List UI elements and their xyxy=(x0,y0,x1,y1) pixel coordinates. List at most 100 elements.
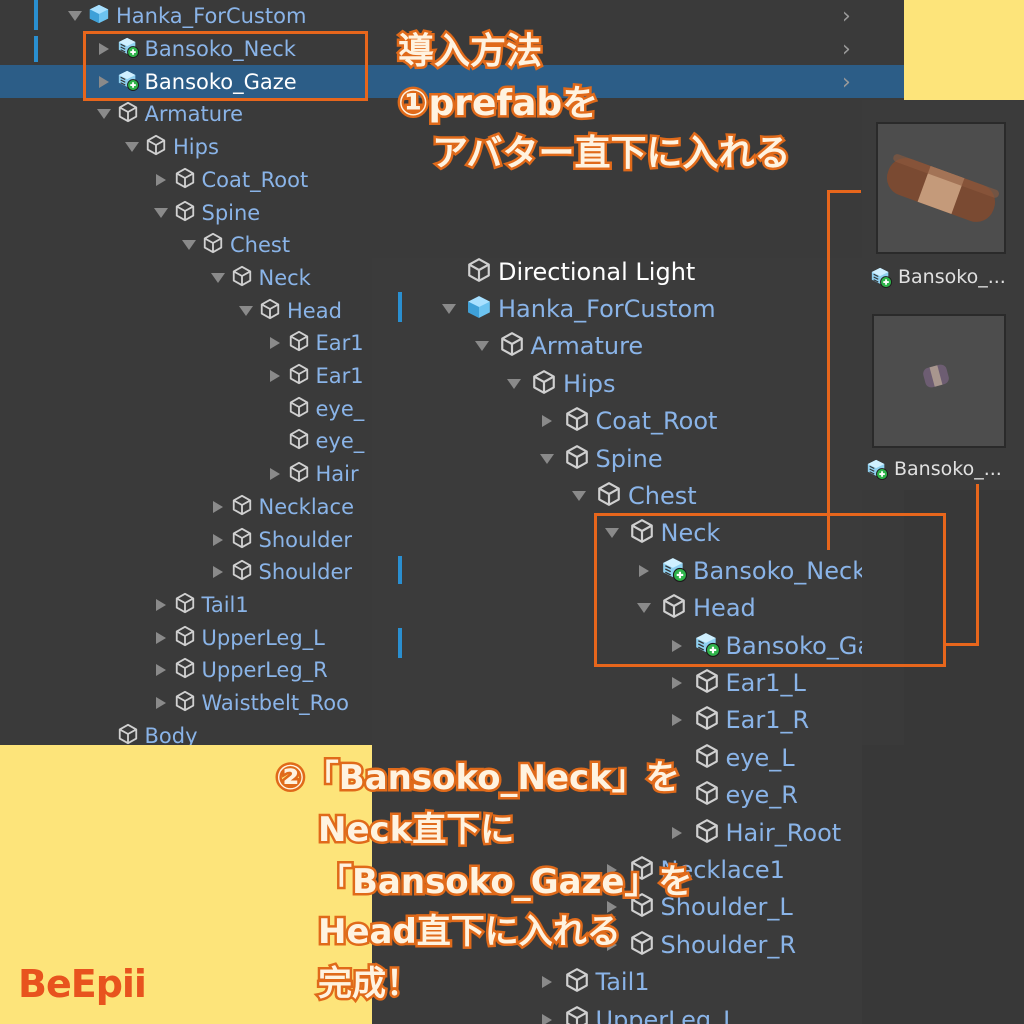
collapse-arrow-icon[interactable] xyxy=(671,639,682,652)
collapse-arrow-icon[interactable] xyxy=(269,370,280,383)
cube-icon xyxy=(288,363,310,389)
hierarchy-row[interactable]: Necklace1 xyxy=(372,851,862,888)
hierarchy-item-label: UpperLeg_L xyxy=(595,1005,737,1024)
hierarchy-row[interactable]: Bansoko_Gaze xyxy=(0,65,904,99)
hierarchy-row[interactable]: Hips xyxy=(0,131,904,164)
hierarchy-row[interactable]: Necklace xyxy=(0,491,904,524)
chevron-right-icon[interactable]: › xyxy=(842,70,851,95)
collapse-arrow-icon[interactable] xyxy=(155,664,166,677)
expand-arrow-icon[interactable] xyxy=(442,304,456,315)
hierarchy-row[interactable]: Bansoko_Neck xyxy=(0,33,904,66)
collapse-arrow-icon[interactable] xyxy=(671,714,682,727)
hierarchy-row[interactable]: Spine xyxy=(0,196,904,229)
collapse-arrow-icon[interactable] xyxy=(671,677,682,690)
hierarchy-row[interactable]: Neck xyxy=(372,515,862,552)
expand-arrow-icon[interactable] xyxy=(604,528,619,539)
hierarchy-row[interactable]: Shoulder_R xyxy=(372,926,862,963)
hierarchy-row[interactable]: Shoulder_L xyxy=(372,889,862,926)
chevron-right-icon[interactable]: › xyxy=(842,4,851,29)
collapse-arrow-icon[interactable] xyxy=(98,43,109,56)
asset-label-2[interactable]: Bansoko_... xyxy=(866,458,1002,480)
collapse-arrow-icon[interactable] xyxy=(155,598,166,611)
expand-arrow-icon[interactable] xyxy=(68,11,82,22)
cube-icon xyxy=(694,743,720,773)
collapse-arrow-icon[interactable] xyxy=(98,75,109,88)
hierarchy-row[interactable]: Waistbelt_Roo xyxy=(0,687,904,720)
yellow-bg-top-right xyxy=(904,0,1024,100)
collapse-arrow-icon[interactable] xyxy=(269,468,280,481)
hierarchy-row[interactable]: Hips xyxy=(372,365,862,402)
hierarchy-row[interactable]: Armature xyxy=(0,98,904,131)
hierarchy-row[interactable]: Head xyxy=(372,590,862,627)
connector-line xyxy=(827,190,861,193)
expand-arrow-icon[interactable] xyxy=(572,491,586,502)
hierarchy-row[interactable]: Bansoko_Gaze xyxy=(372,627,862,664)
hierarchy-row[interactable]: Directional Light xyxy=(372,258,862,290)
expand-arrow-icon[interactable] xyxy=(239,305,253,316)
hierarchy-row[interactable]: Bansoko_Neck xyxy=(372,552,862,589)
collapse-arrow-icon[interactable] xyxy=(606,901,617,914)
collapse-arrow-icon[interactable] xyxy=(212,533,223,546)
collapse-arrow-icon[interactable] xyxy=(671,826,682,839)
hierarchy-row[interactable]: eye_R xyxy=(372,777,862,814)
collapse-arrow-icon[interactable] xyxy=(541,1013,552,1024)
hierarchy-row[interactable]: Hair_Root xyxy=(372,814,862,851)
chevron-right-icon[interactable]: › xyxy=(842,37,851,62)
hierarchy-row[interactable]: Ear1 xyxy=(0,360,904,393)
hierarchy-row[interactable]: Armature xyxy=(372,328,862,365)
hierarchy-row[interactable]: Shoulder xyxy=(0,556,904,589)
prefab-variant-icon xyxy=(117,69,139,95)
hierarchy-row[interactable]: Hanka_ForCustom xyxy=(0,0,904,33)
hierarchy-row[interactable]: Chest xyxy=(0,229,904,262)
expand-arrow-icon[interactable] xyxy=(637,603,651,614)
hierarchy-row[interactable]: Coat_Root xyxy=(372,403,862,440)
hierarchy-item-label: Bansoko_Gaze xyxy=(725,631,863,660)
hierarchy-row[interactable]: Ear1_R xyxy=(372,702,862,739)
collapse-arrow-icon[interactable] xyxy=(155,697,166,710)
hierarchy-item-label: eye_ xyxy=(315,429,365,454)
hierarchy-row[interactable]: Ear1 xyxy=(0,327,904,360)
expand-arrow-icon[interactable] xyxy=(182,240,196,251)
yellow-bg-bottom-left xyxy=(0,745,372,1024)
hierarchy-row[interactable]: Body xyxy=(0,719,904,745)
asset-thumbnail-1[interactable] xyxy=(876,122,1006,254)
hierarchy-row[interactable]: UpperLeg_L xyxy=(0,621,904,654)
expand-arrow-icon[interactable] xyxy=(210,272,225,283)
hierarchy-row[interactable]: eye_ xyxy=(0,425,904,458)
hierarchy-row[interactable]: Shoulder xyxy=(0,523,904,556)
collapse-arrow-icon[interactable] xyxy=(541,976,552,989)
cube-icon xyxy=(564,406,590,436)
hierarchy-row[interactable]: Head xyxy=(0,294,904,327)
collapse-arrow-icon[interactable] xyxy=(269,337,280,350)
collapse-arrow-icon[interactable] xyxy=(212,566,223,579)
hierarchy-row[interactable]: Hair xyxy=(0,458,904,491)
hierarchy-row[interactable]: eye_L xyxy=(372,739,862,776)
hierarchy-row[interactable]: Ear1_L xyxy=(372,664,862,701)
expand-arrow-icon[interactable] xyxy=(507,378,521,389)
hierarchy-row[interactable]: UpperLeg_L xyxy=(372,1001,862,1024)
expand-arrow-icon[interactable] xyxy=(539,453,554,464)
collapse-arrow-icon[interactable] xyxy=(606,938,617,951)
asset-label-1[interactable]: Bansoko_... xyxy=(870,266,1006,288)
asset-thumbnail-2[interactable] xyxy=(872,314,1006,448)
expand-arrow-icon[interactable] xyxy=(474,341,489,352)
collapse-arrow-icon[interactable] xyxy=(212,500,223,513)
hierarchy-row[interactable]: Hanka_ForCustom xyxy=(372,290,862,327)
hierarchy-row[interactable]: Tail1 xyxy=(0,589,904,622)
expand-arrow-icon[interactable] xyxy=(153,207,168,218)
collapse-arrow-icon[interactable] xyxy=(541,415,552,428)
hierarchy-row[interactable]: Spine xyxy=(372,440,862,477)
collapse-arrow-icon[interactable] xyxy=(155,173,166,186)
collapse-arrow-icon[interactable] xyxy=(639,564,649,577)
collapse-arrow-icon[interactable] xyxy=(155,631,166,644)
collapse-arrow-icon[interactable] xyxy=(606,864,617,877)
expand-arrow-icon[interactable] xyxy=(96,109,111,120)
hierarchy-row[interactable]: Tail1 xyxy=(372,964,862,1001)
hierarchy-row[interactable]: eye_ xyxy=(0,392,904,425)
hierarchy-row[interactable]: Chest xyxy=(372,477,862,514)
hierarchy-row[interactable]: Neck xyxy=(0,262,904,295)
hierarchy-row[interactable]: Coat_Root xyxy=(0,164,904,197)
expand-arrow-icon[interactable] xyxy=(125,142,139,153)
hierarchy-row[interactable]: UpperLeg_R xyxy=(0,654,904,687)
hierarchy-item-label: Shoulder_R xyxy=(660,930,797,959)
